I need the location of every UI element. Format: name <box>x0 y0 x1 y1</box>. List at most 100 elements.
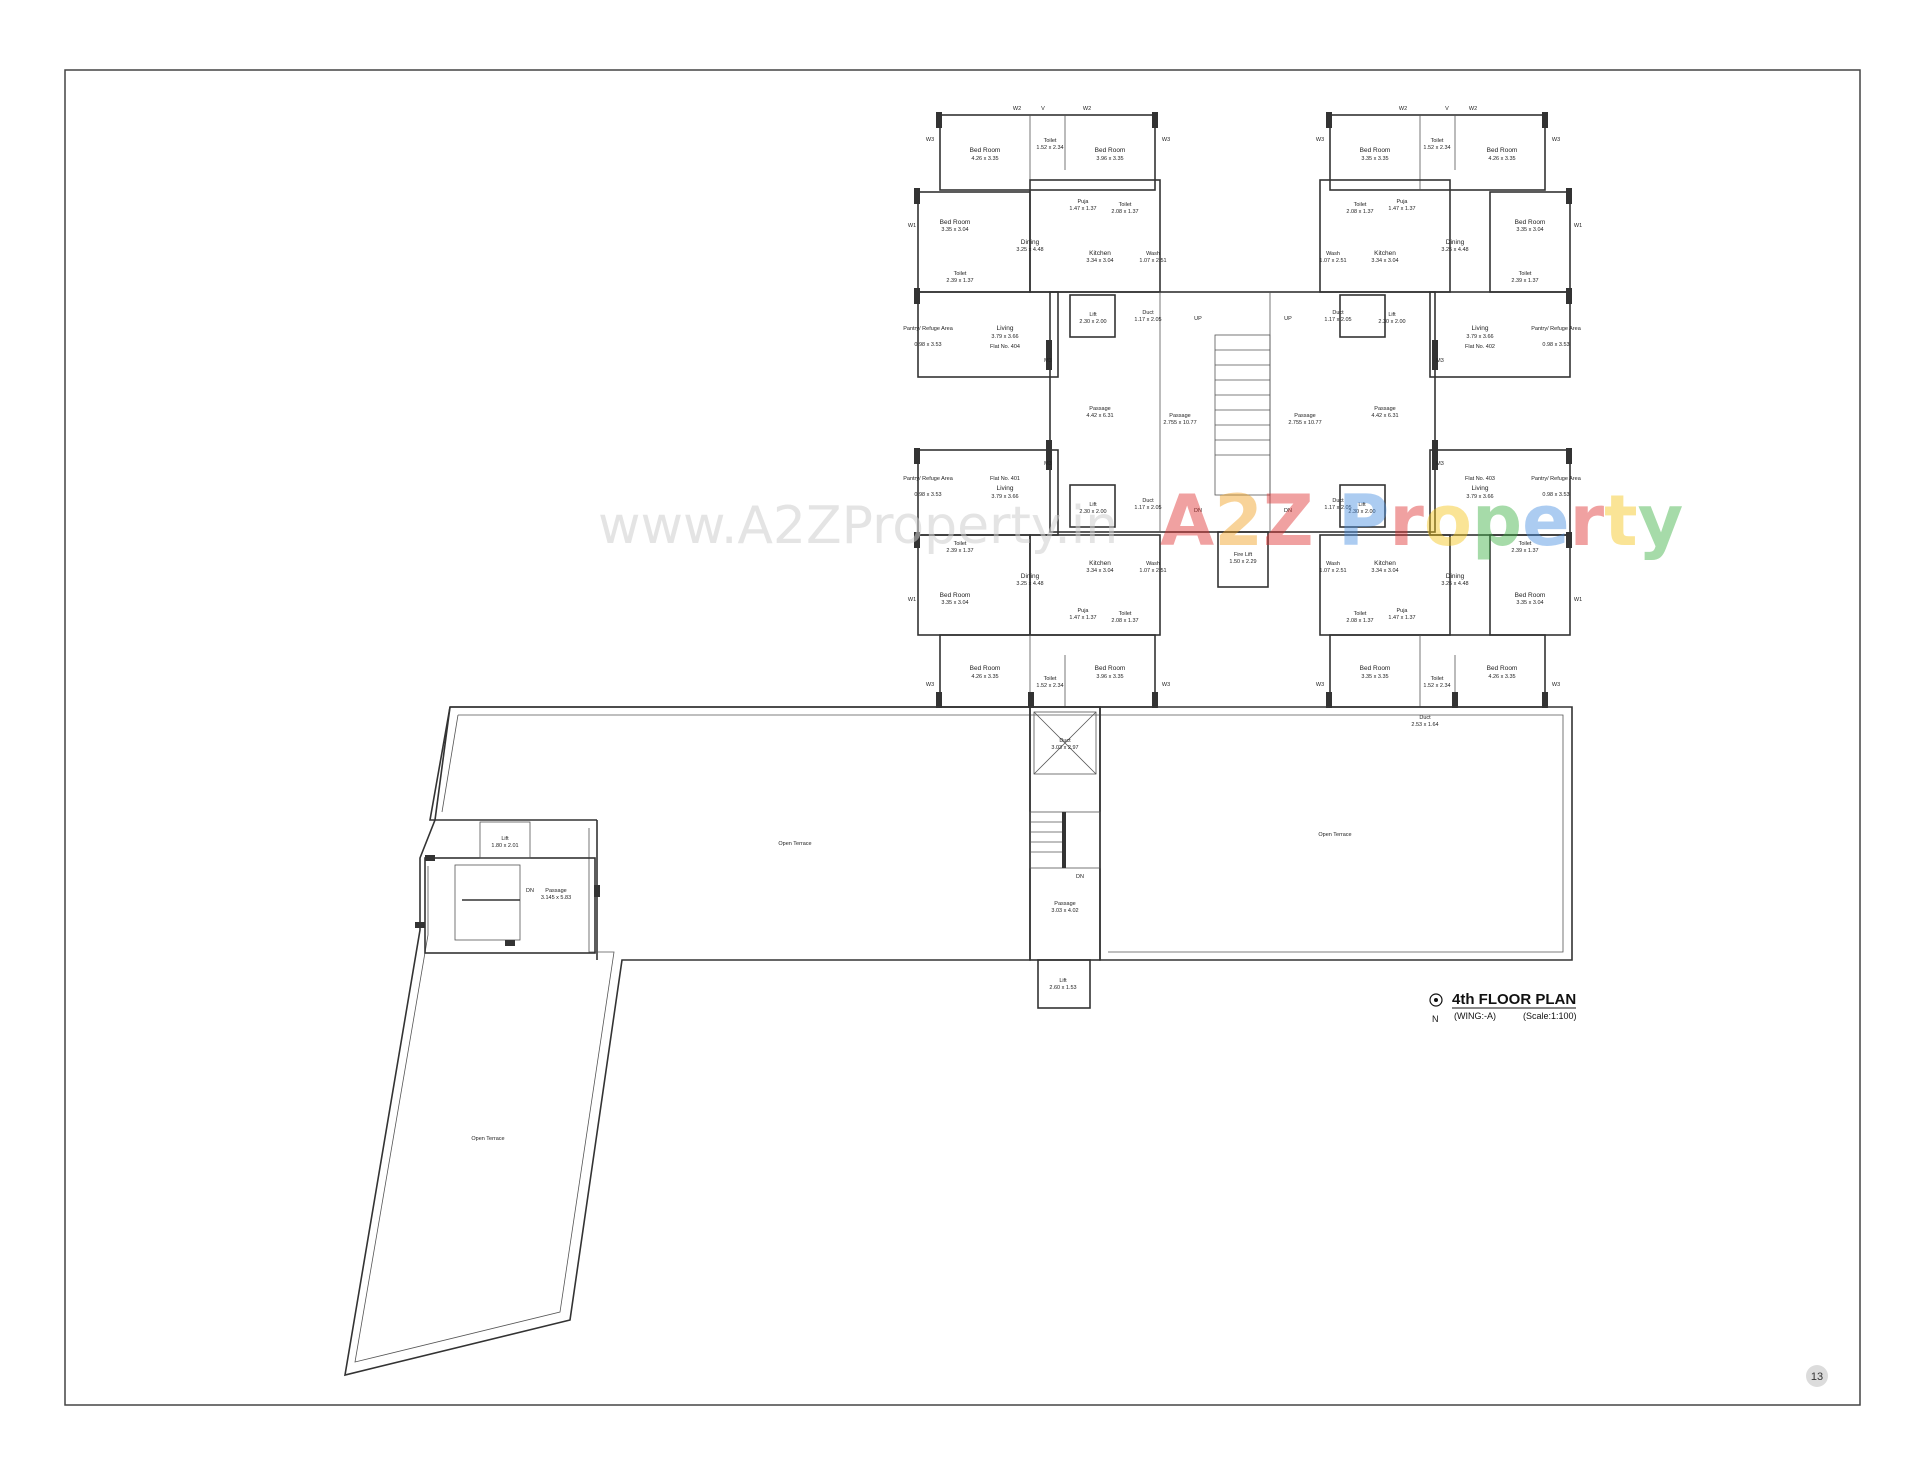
svg-text:2.60 x 1.53: 2.60 x 1.53 <box>1049 985 1076 991</box>
svg-text:1.47 x 1.37: 1.47 x 1.37 <box>1069 206 1096 212</box>
svg-text:V: V <box>1041 106 1045 112</box>
svg-text:3.96 x 3.35: 3.96 x 3.35 <box>1096 156 1123 162</box>
svg-text:Wash: Wash <box>1326 561 1340 567</box>
svg-text:1.50 x 2.29: 1.50 x 2.29 <box>1229 559 1256 565</box>
svg-text:M3: M3 <box>1044 461 1052 467</box>
svg-text:Duct: Duct <box>1419 715 1431 721</box>
svg-text:Pantry/ Refuge Area: Pantry/ Refuge Area <box>903 476 953 482</box>
watermark-letter: Z <box>1263 480 1314 562</box>
page-frame <box>64 69 1861 1406</box>
room-label: Bed Room <box>970 147 1001 154</box>
svg-text:V: V <box>1445 106 1449 112</box>
svg-text:Wash: Wash <box>1326 251 1340 257</box>
watermark-url: www.A2ZProperty.in <box>598 496 1118 556</box>
svg-text:Lift: Lift <box>1388 312 1396 318</box>
svg-text:2.30 x 2.00: 2.30 x 2.00 <box>1378 319 1405 325</box>
svg-text:Living: Living <box>1472 485 1489 492</box>
svg-text:Toilet: Toilet <box>954 541 967 547</box>
svg-text:3.03 x 4.02: 3.03 x 4.02 <box>1051 908 1078 914</box>
svg-text:3.79 x 3.66: 3.79 x 3.66 <box>991 494 1018 500</box>
svg-text:1.80 x 2.01: 1.80 x 2.01 <box>491 843 518 849</box>
svg-text:Bed Room: Bed Room <box>1095 147 1126 154</box>
watermark-letter: p <box>1472 480 1522 562</box>
svg-text:Bed Room: Bed Room <box>1487 665 1518 672</box>
svg-text:4.26 x 3.35: 4.26 x 3.35 <box>1488 674 1515 680</box>
svg-text:W3: W3 <box>926 137 934 143</box>
svg-text:Toilet: Toilet <box>1431 676 1444 682</box>
svg-text:Toilet: Toilet <box>1119 202 1132 208</box>
watermark-letter: 2 <box>1214 480 1263 562</box>
watermark: www.A2ZProperty.in A2Z Property <box>598 480 1683 562</box>
svg-text:Toilet: Toilet <box>1044 138 1057 144</box>
svg-text:2.30 x 2.00: 2.30 x 2.00 <box>1079 509 1106 515</box>
title-block: N 4th FLOOR PLAN (WING:-A) (Scale:1:100) <box>1429 991 1577 1024</box>
svg-text:Puja: Puja <box>1077 608 1089 614</box>
svg-text:Lift: Lift <box>1059 978 1067 984</box>
svg-text:Kitchen: Kitchen <box>1374 560 1396 567</box>
svg-text:Passage: Passage <box>1169 413 1190 419</box>
svg-text:3.25 x 4.48: 3.25 x 4.48 <box>1016 581 1043 587</box>
svg-text:Pantry/ Refuge Area: Pantry/ Refuge Area <box>903 326 953 332</box>
svg-text:2.755 x 10.77: 2.755 x 10.77 <box>1288 420 1321 426</box>
tower-block <box>917 114 1571 708</box>
svg-text:0.98 x 3.53: 0.98 x 3.53 <box>1542 342 1569 348</box>
page-number: 13 <box>1811 1371 1823 1383</box>
svg-text:2.08 x 1.37: 2.08 x 1.37 <box>1346 209 1373 215</box>
svg-text:Duct: Duct <box>1059 738 1071 744</box>
svg-text:M3: M3 <box>1044 358 1052 364</box>
svg-text:2.08 x 1.37: 2.08 x 1.37 <box>1111 209 1138 215</box>
svg-text:Bed Room: Bed Room <box>970 665 1001 672</box>
svg-text:3.34 x 3.04: 3.34 x 3.04 <box>1371 568 1398 574</box>
svg-text:Bed Room: Bed Room <box>940 592 971 599</box>
svg-text:Kitchen: Kitchen <box>1089 250 1111 257</box>
svg-text:Passage: Passage <box>1294 413 1315 419</box>
terrace-outlines <box>344 706 1573 1377</box>
svg-text:4.26 x 3.35: 4.26 x 3.35 <box>1488 156 1515 162</box>
watermark-letter: r <box>1389 480 1424 562</box>
svg-text:Living: Living <box>1472 325 1489 332</box>
svg-text:3.35 x 3.35: 3.35 x 3.35 <box>1361 156 1388 162</box>
svg-text:3.35 x 3.04: 3.35 x 3.04 <box>941 600 968 606</box>
svg-text:Toilet: Toilet <box>1119 611 1132 617</box>
svg-text:Dining: Dining <box>1021 573 1040 580</box>
svg-text:Bed Room: Bed Room <box>1515 219 1546 226</box>
svg-text:3.35 x 3.04: 3.35 x 3.04 <box>1516 227 1543 233</box>
svg-text:Duct: Duct <box>1332 310 1344 316</box>
svg-text:Duct: Duct <box>1142 310 1154 316</box>
svg-text:Flat No. 404: Flat No. 404 <box>990 344 1020 350</box>
svg-text:3.79 x 3.66: 3.79 x 3.66 <box>1466 334 1493 340</box>
plan-title: 4th FLOOR PLAN <box>1452 991 1576 1008</box>
svg-text:Toilet: Toilet <box>1354 611 1367 617</box>
svg-text:Toilet: Toilet <box>1354 202 1367 208</box>
svg-text:3.35 x 3.35: 3.35 x 3.35 <box>1361 674 1388 680</box>
watermark-letter: t <box>1604 480 1637 562</box>
watermark-logo: A2Z Property <box>1160 480 1683 562</box>
svg-text:Flat No. 402: Flat No. 402 <box>1465 344 1495 350</box>
watermark-letter: A <box>1160 480 1214 562</box>
watermark-letter: e <box>1522 480 1569 562</box>
svg-text:Pantry/ Refuge Area: Pantry/ Refuge Area <box>1531 326 1581 332</box>
svg-text:Passage: Passage <box>1054 901 1075 907</box>
watermark-letter: P <box>1338 480 1389 562</box>
svg-text:W3: W3 <box>926 682 934 688</box>
svg-text:Living: Living <box>997 325 1014 332</box>
svg-text:3.25 x 4.48: 3.25 x 4.48 <box>1016 247 1043 253</box>
watermark-letter: y <box>1638 480 1684 562</box>
north-arrow-icon: N <box>1432 1014 1439 1024</box>
watermark-letter: o <box>1424 480 1472 562</box>
svg-text:2.39 x 1.37: 2.39 x 1.37 <box>946 548 973 554</box>
svg-text:DN: DN <box>1284 508 1292 514</box>
svg-text:3.96 x 3.35: 3.96 x 3.35 <box>1096 674 1123 680</box>
svg-text:2.53 x 1.64: 2.53 x 1.64 <box>1411 722 1438 728</box>
svg-text:1.17 x 2.05: 1.17 x 2.05 <box>1134 317 1161 323</box>
svg-text:Toilet: Toilet <box>1519 541 1532 547</box>
svg-text:2.30 x 2.00: 2.30 x 2.00 <box>1348 509 1375 515</box>
svg-text:Bed Room: Bed Room <box>940 219 971 226</box>
svg-text:0.98 x 3.53: 0.98 x 3.53 <box>914 492 941 498</box>
svg-text:3.25 x 4.48: 3.25 x 4.48 <box>1441 247 1468 253</box>
svg-text:Passage: Passage <box>1374 406 1395 412</box>
svg-text:Passage: Passage <box>545 888 566 894</box>
svg-text:0.98 x 3.53: 0.98 x 3.53 <box>914 342 941 348</box>
svg-text:DN: DN <box>1194 508 1202 514</box>
